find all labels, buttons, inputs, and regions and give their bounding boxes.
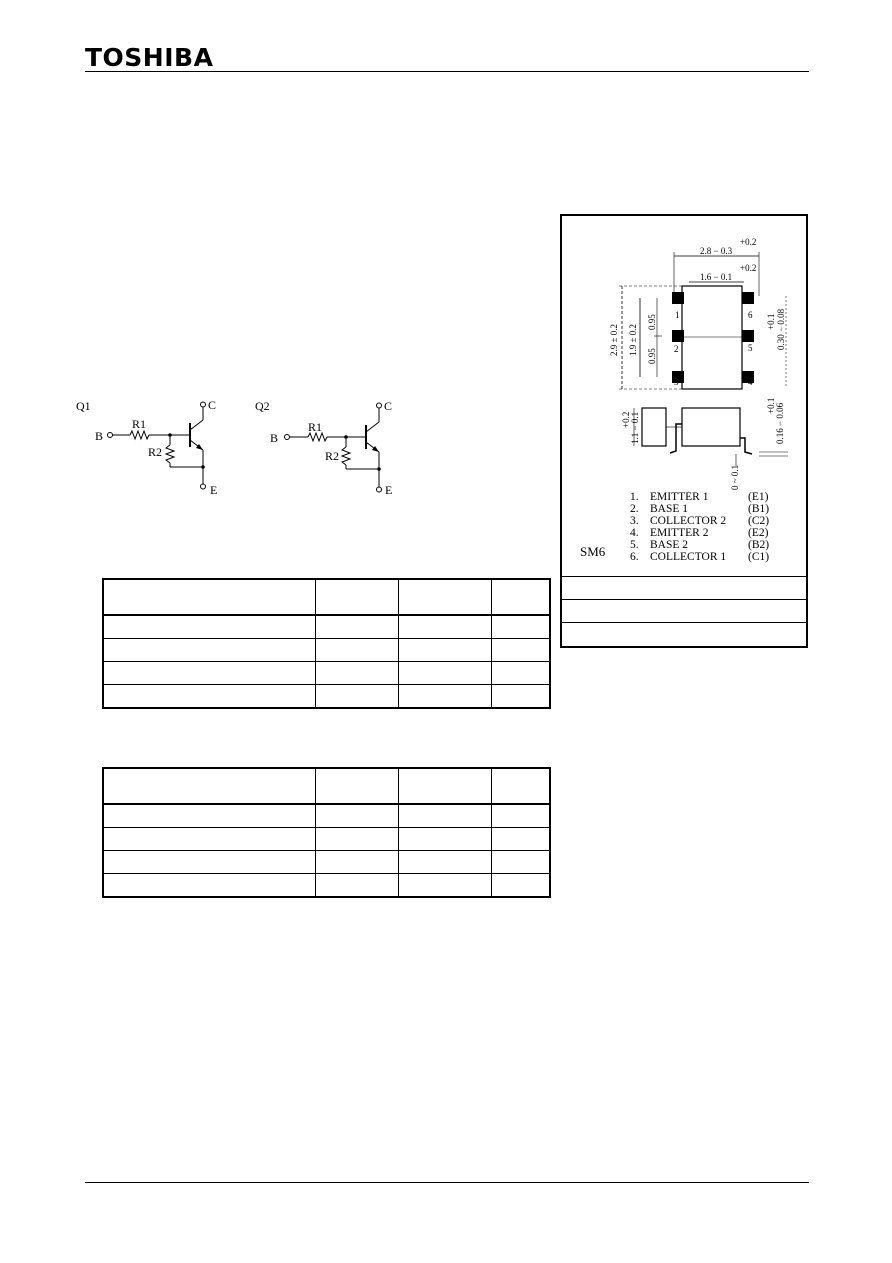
q1-base-label: B: [95, 429, 103, 443]
q1-circuit-diagram: Q1 B R1 R2 C E: [76, 398, 217, 497]
q2-collector-label: C: [384, 399, 392, 413]
q1-title: Q1: [76, 399, 91, 413]
pin-number-2: 2: [674, 344, 679, 354]
pin-1-code: (E1): [748, 491, 769, 503]
pin-1-num: 1.: [630, 491, 639, 503]
table-header-row: [102, 578, 551, 616]
ratings-table-1: [102, 578, 551, 709]
toshiba-logo: TOSHIBA: [85, 43, 214, 72]
header-rule: [85, 71, 809, 72]
ratings-table-2: [102, 767, 551, 898]
q1-collector-label: C: [208, 398, 216, 412]
q2-emitter-label: E: [385, 483, 392, 497]
package-name: SM6: [580, 544, 606, 559]
package-drawing: +0.2 2.8 − 0.3 +0.2 1.6 − 0.1 1 2 3 4 5 …: [580, 237, 788, 563]
table-row: [102, 684, 551, 709]
q2-title: Q2: [255, 399, 270, 413]
pin-number-3: 3: [674, 377, 679, 387]
dim-height-pins: 1.9 ± 0.2: [628, 324, 638, 356]
dim-pitch-a: 0.95: [647, 314, 657, 330]
dim-height-total: 2.9 ± 0.2: [609, 324, 619, 356]
dim-body-width-tol: +0.2: [740, 263, 756, 273]
pin-6-code: (C1): [748, 551, 769, 563]
dim-lead-thick-tol: +0.1: [766, 398, 776, 414]
pin-6-num: 6.: [630, 551, 639, 563]
table-row: [102, 827, 551, 851]
pin-5-num: 5.: [630, 539, 639, 551]
q2-r1-label: R1: [308, 420, 322, 434]
table-row: [102, 614, 551, 639]
q1-emitter-label: E: [210, 483, 217, 497]
table-row: [102, 638, 551, 662]
pin-2-name: BASE 1: [650, 503, 688, 515]
q2-base-label: B: [270, 431, 278, 445]
q2-circuit-diagram: Q2 B R1 R2 C E: [255, 399, 392, 497]
pin-5-name: BASE 2: [650, 539, 688, 551]
dim-body-width: 1.6 − 0.1: [700, 272, 732, 282]
table-row: [102, 803, 551, 828]
pin-6-name: COLLECTOR 1: [650, 551, 726, 563]
pin-3-name: COLLECTOR 2: [650, 515, 726, 527]
pin-2-code: (B1): [748, 503, 769, 515]
pin-4-name: EMITTER 2: [650, 527, 709, 539]
dim-lead-width: 0.30 − 0.08: [776, 308, 786, 350]
q1-r2-label: R2: [148, 445, 162, 459]
dim-top-width-tol: +0.2: [740, 237, 756, 247]
dim-lead-width-tol: +0.1: [766, 314, 776, 330]
pin-4-num: 4.: [630, 527, 639, 539]
dim-thickness: 1.1 − 0.1: [630, 412, 640, 444]
q2-r2-label: R2: [325, 449, 339, 463]
package-info-divider: [562, 576, 806, 577]
package-info-divider: [562, 622, 806, 623]
footer-rule: [85, 1182, 809, 1183]
pin-5-code: (B2): [748, 539, 769, 551]
pin-3-code: (C2): [748, 515, 769, 527]
dim-top-width: 2.8 − 0.3: [700, 246, 733, 256]
pin-number-5: 5: [748, 343, 753, 353]
table-header-row: [102, 767, 551, 805]
dim-thickness-tol: +0.2: [621, 412, 631, 428]
pin-4-code: (E2): [748, 527, 769, 539]
pin-3-num: 3.: [630, 515, 639, 527]
pin-number-1: 1: [675, 310, 680, 320]
pin-1-name: EMITTER 1: [650, 491, 709, 503]
pin-2-num: 2.: [630, 503, 639, 515]
package-info-divider: [562, 599, 806, 600]
dim-pitch-b: 0.95: [647, 348, 657, 364]
pin-number-6: 6: [748, 310, 753, 320]
table-row: [102, 661, 551, 685]
pin-number-4: 4: [748, 377, 753, 387]
q1-r1-label: R1: [132, 417, 146, 431]
dim-lead-thick: 0.16 − 0.06: [775, 402, 785, 444]
table-row: [102, 850, 551, 874]
dim-standoff: 0 ~ 0.1: [730, 465, 740, 490]
table-row: [102, 873, 551, 898]
package-outline-box: +0.2 2.8 − 0.3 +0.2 1.6 − 0.1 1 2 3 4 5 …: [560, 214, 808, 648]
